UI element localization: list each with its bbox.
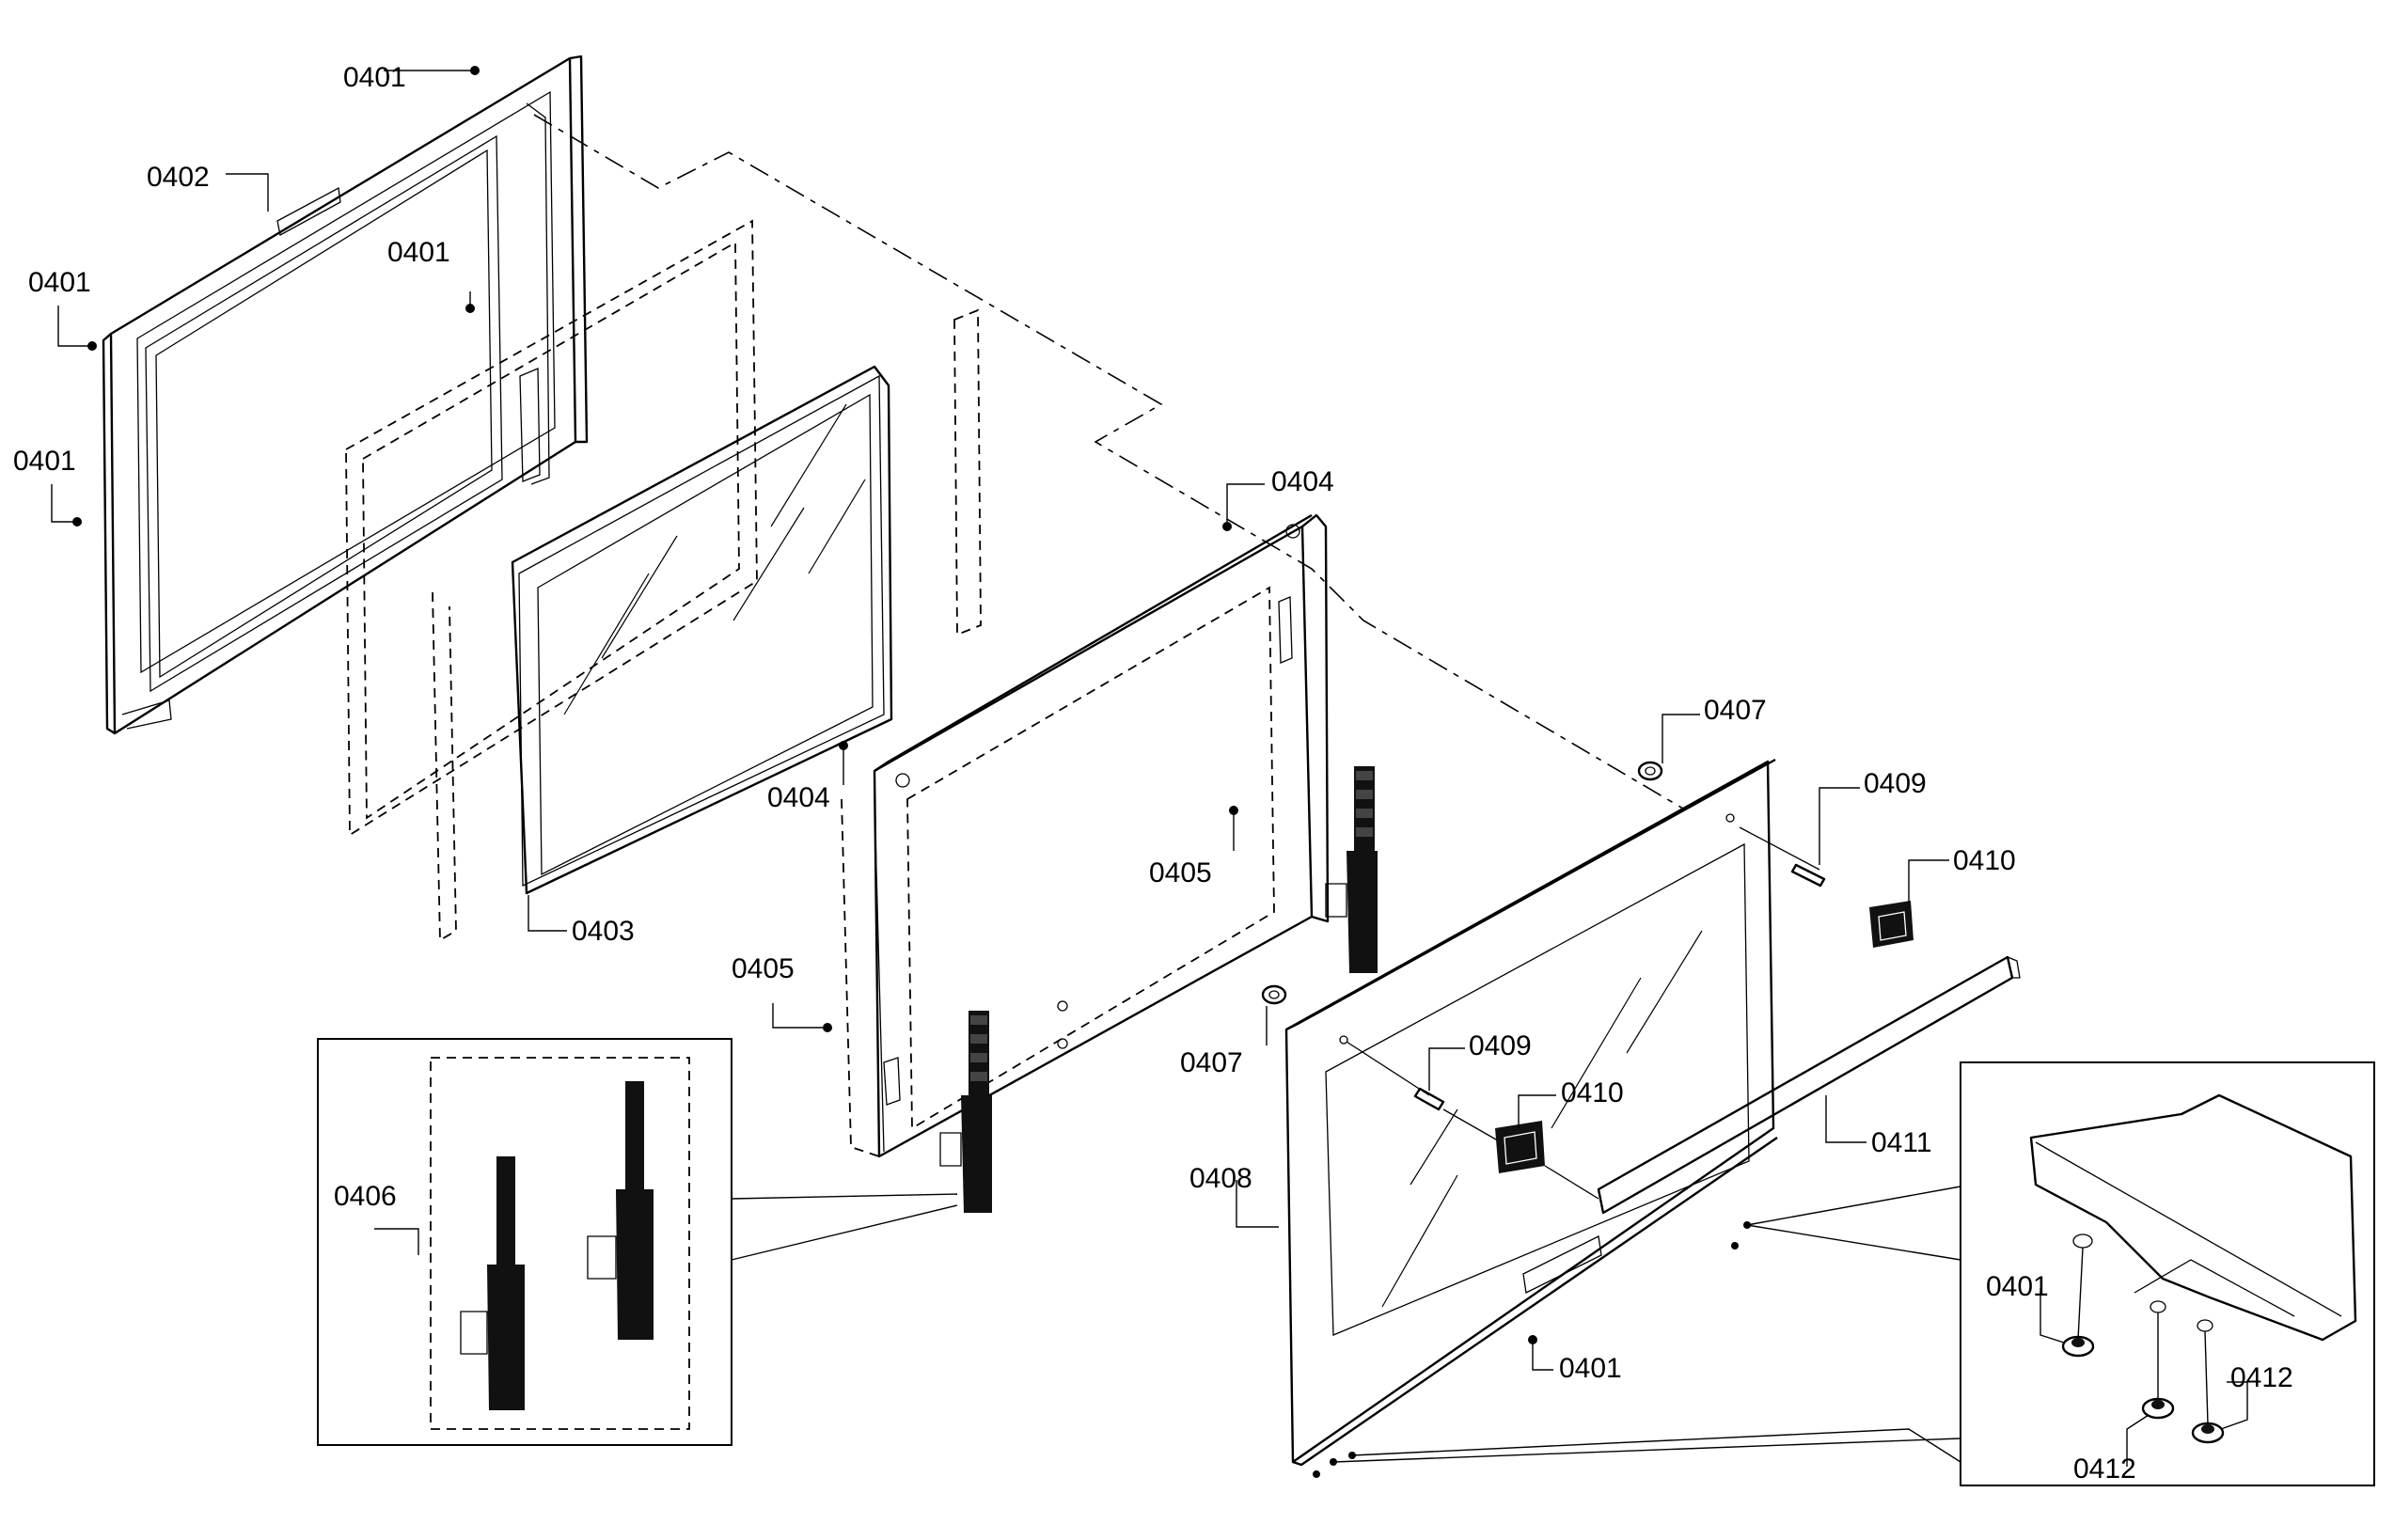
callout-0401-top-frame: 0401 <box>343 62 406 93</box>
spacer-lower <box>1261 984 1287 1005</box>
callout-0407-spacer-upper: 0407 <box>1704 695 1767 726</box>
callout-0409-pin-upper: 0409 <box>1864 768 1927 799</box>
callout-0403-glass-pane: 0403 <box>572 916 635 947</box>
handle-pin-upper <box>1739 826 1826 888</box>
callout-0404-frame-left: 0404 <box>767 782 830 813</box>
hinge-inset-box <box>317 1038 958 1446</box>
callout-0405-hinge-left: 0405 <box>732 953 795 984</box>
callout-0402-outer-frame: 0402 <box>147 162 210 193</box>
callout-0410-block-upper: 0410 <box>1953 845 2016 876</box>
callout-0406-hinge-set: 0406 <box>334 1181 397 1212</box>
callout-0401-left-upper: 0401 <box>28 267 91 298</box>
callout-0409-pin-lower: 0409 <box>1469 1030 1532 1061</box>
callout-0410-block-lower: 0410 <box>1561 1077 1624 1108</box>
dashed-gasket-frame <box>345 219 982 942</box>
callout-0401-left-lower: 0401 <box>13 446 76 477</box>
callout-0401-door-bottom: 0401 <box>1559 1353 1622 1384</box>
callout-0401-inner-edge: 0401 <box>387 237 450 268</box>
screw-inset-box <box>1313 1061 2375 1486</box>
middle-door-frame <box>841 513 1330 1158</box>
hinge-right <box>1325 766 1378 973</box>
handle-bar <box>1597 955 2021 1215</box>
handle-block-upper <box>1869 901 1914 948</box>
callout-0412-inset-bottom: 0412 <box>2073 1454 2136 1485</box>
callout-0405-hinge-right: 0405 <box>1149 857 1212 888</box>
callout-0412-inset-right: 0412 <box>2230 1362 2293 1393</box>
hinge-left <box>939 1011 992 1213</box>
leader-lines <box>51 66 1949 1371</box>
inner-glass-pane <box>511 365 893 895</box>
outer-door-frame <box>102 55 589 735</box>
callout-0411-handle: 0411 <box>1871 1127 1932 1158</box>
callout-0401-inset-screw: 0401 <box>1986 1271 2049 1302</box>
outer-glass-door <box>1284 758 1778 1467</box>
callout-labels: 0401 0402 0401 0401 0401 0404 0404 0403 … <box>13 62 2293 1485</box>
callout-0408-outer-door: 0408 <box>1189 1163 1252 1194</box>
callout-0407-spacer-lower: 0407 <box>1180 1047 1243 1078</box>
spacer-upper <box>1637 761 1663 781</box>
inset-0412-leaders <box>2040 1288 2248 1467</box>
alignment-line <box>533 114 1684 809</box>
handle-block-lower <box>1495 1121 1599 1200</box>
callout-0404-frame-top: 0404 <box>1271 466 1334 497</box>
